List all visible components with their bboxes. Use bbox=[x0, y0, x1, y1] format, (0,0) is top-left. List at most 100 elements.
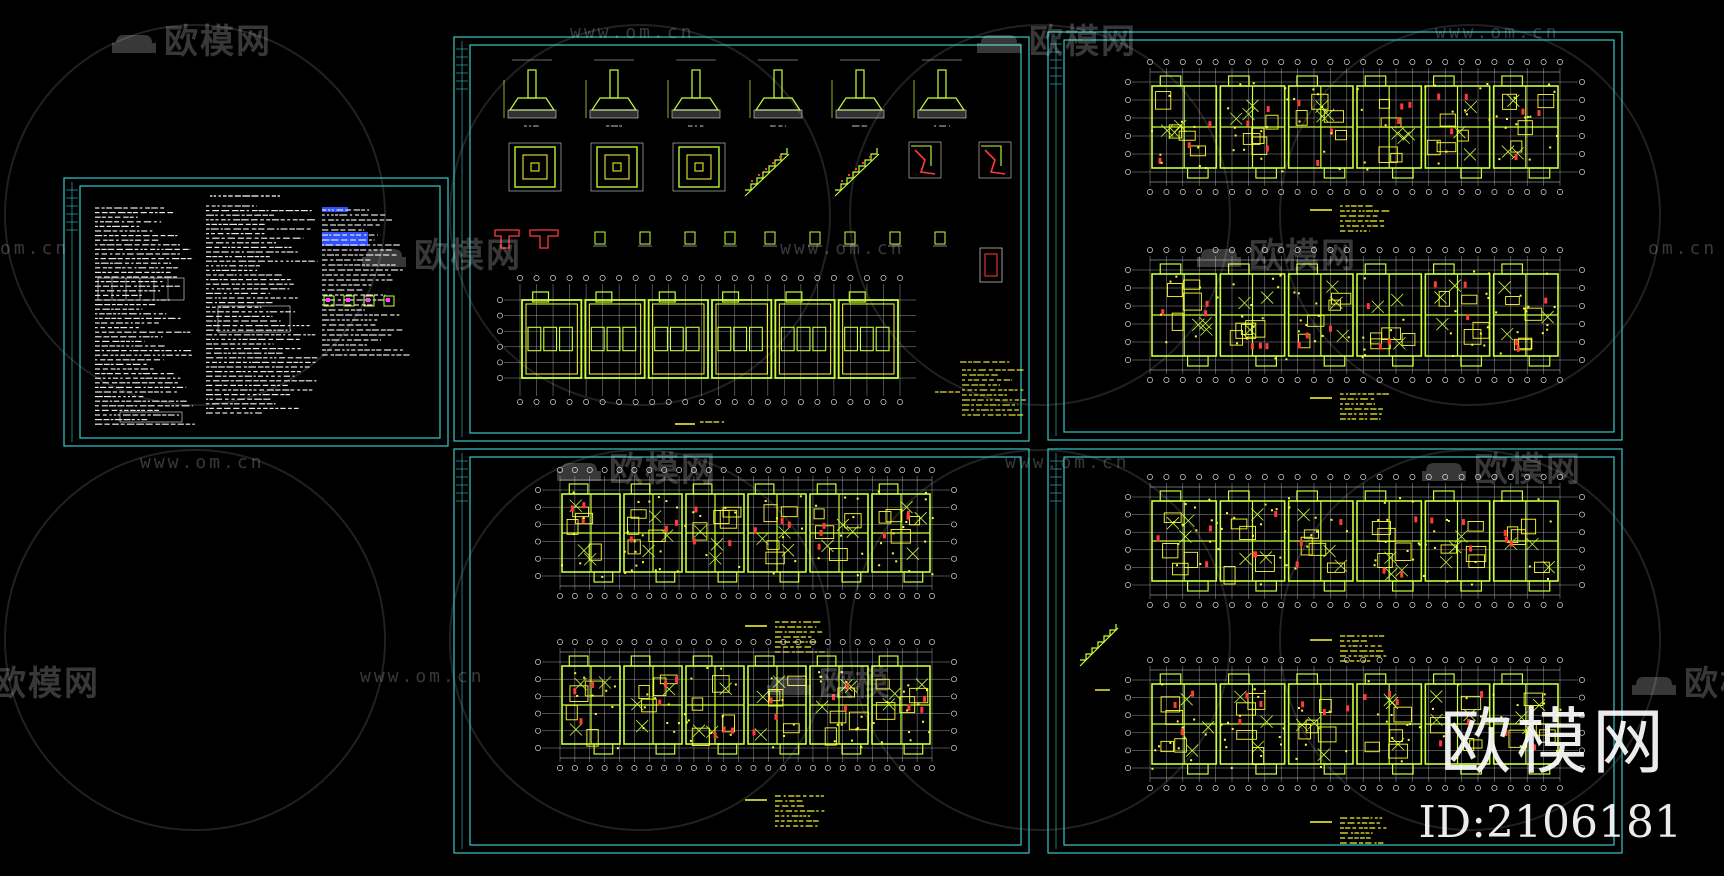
column-dot bbox=[1486, 82, 1489, 85]
rebar-mark bbox=[923, 695, 927, 702]
room bbox=[1327, 562, 1346, 573]
column-dot bbox=[734, 511, 737, 514]
column-dot bbox=[1495, 311, 1498, 314]
column-dot bbox=[724, 506, 727, 509]
axis-bubble bbox=[797, 399, 804, 405]
axis-bubble bbox=[535, 504, 541, 511]
axis-bubble bbox=[1475, 785, 1481, 791]
footing-base bbox=[507, 109, 557, 119]
column-dot bbox=[1390, 714, 1393, 717]
sheet-floor-plans-b bbox=[453, 448, 1030, 854]
column-dot bbox=[1245, 337, 1248, 340]
balcony bbox=[1364, 263, 1387, 275]
balcony bbox=[1501, 673, 1524, 685]
axis-bubble bbox=[1393, 247, 1399, 253]
rebar-mark bbox=[1205, 561, 1209, 568]
axis-bubble bbox=[535, 745, 541, 751]
column-dot bbox=[1184, 503, 1187, 506]
column-dot bbox=[633, 540, 636, 543]
axis-bubble bbox=[1327, 377, 1334, 383]
column-dot bbox=[1361, 356, 1364, 359]
axis-bubble bbox=[1458, 377, 1465, 383]
room bbox=[1223, 566, 1236, 585]
column-dot bbox=[1278, 736, 1281, 739]
column-dot bbox=[1151, 129, 1154, 132]
axis-bubble bbox=[1212, 474, 1219, 480]
axis-bubble bbox=[649, 275, 656, 281]
axis-bubble bbox=[1557, 189, 1563, 195]
slab-diagonal bbox=[888, 687, 902, 700]
rebar-mark bbox=[883, 532, 887, 539]
footing-plan-dim bbox=[672, 142, 726, 192]
axis-bubble bbox=[1311, 59, 1317, 65]
rebar-mark bbox=[1329, 128, 1333, 135]
column-dot bbox=[836, 723, 839, 726]
column-dot bbox=[654, 697, 657, 700]
column-dot bbox=[1252, 82, 1255, 85]
column-dot bbox=[1486, 326, 1489, 329]
slab-diagonal bbox=[1323, 544, 1336, 558]
axis-bubble bbox=[1393, 59, 1399, 65]
column-dot bbox=[717, 742, 720, 745]
rebar-mark bbox=[1433, 281, 1437, 288]
slab-diagonal bbox=[1385, 567, 1398, 581]
column-dot bbox=[1433, 530, 1436, 533]
axis-bubble bbox=[1311, 189, 1317, 195]
slab-diagonal bbox=[1160, 124, 1174, 137]
axis-bubble bbox=[1491, 657, 1498, 663]
column-dot bbox=[1259, 523, 1262, 526]
footing-plan-inner bbox=[686, 154, 712, 180]
axis-bubble bbox=[705, 593, 712, 599]
rebar-mark bbox=[1274, 510, 1278, 517]
column-dot bbox=[1465, 697, 1468, 700]
axis-bubble bbox=[601, 639, 608, 645]
axis-bubble bbox=[1229, 474, 1235, 480]
slab-diagonal bbox=[1542, 560, 1556, 574]
axis-bubble bbox=[1579, 79, 1585, 85]
room bbox=[1165, 710, 1184, 725]
rebar-mark bbox=[1208, 121, 1212, 128]
axis-bubble bbox=[1458, 474, 1465, 480]
rebar-mark bbox=[692, 538, 696, 545]
axis-bubble bbox=[1125, 267, 1131, 273]
footing-bump bbox=[848, 291, 866, 303]
axis-bubble bbox=[566, 399, 573, 405]
rebar-mark bbox=[1515, 339, 1519, 346]
axis-bubble bbox=[735, 593, 742, 599]
axis-bubble bbox=[1311, 474, 1317, 480]
axis-bubble bbox=[1579, 303, 1585, 309]
slab-diagonal bbox=[648, 510, 662, 523]
slab-diagonal bbox=[1191, 318, 1205, 332]
slab-diagonal bbox=[1168, 126, 1181, 139]
slab-diagonal bbox=[662, 682, 676, 696]
column-dot bbox=[1417, 542, 1420, 545]
axis-bubble bbox=[720, 765, 727, 771]
room bbox=[1230, 518, 1248, 530]
axis-bubble bbox=[1163, 657, 1170, 663]
watermark-circle bbox=[4, 449, 386, 831]
room bbox=[1460, 695, 1482, 711]
column-dot bbox=[1293, 291, 1296, 294]
axis-bubble bbox=[1327, 785, 1334, 791]
axis-bubble bbox=[583, 399, 590, 405]
rebar-mark bbox=[1461, 519, 1465, 526]
axis-bubble bbox=[1125, 79, 1131, 85]
detail-icon-fill bbox=[366, 298, 370, 302]
column-dot bbox=[1279, 274, 1282, 277]
rebar-dot bbox=[869, 156, 871, 158]
column-dot bbox=[1261, 317, 1264, 320]
column-dot bbox=[917, 703, 920, 706]
axis-bubble bbox=[824, 593, 831, 599]
rebar-mark bbox=[1537, 110, 1541, 117]
slab-diagonal bbox=[1321, 108, 1335, 122]
axis-bubble bbox=[951, 504, 957, 511]
slab-diagonal bbox=[1439, 555, 1453, 569]
footing-cell bbox=[812, 326, 827, 352]
rebar-mark bbox=[731, 727, 735, 734]
column-dot bbox=[1546, 577, 1549, 580]
column-dot bbox=[1376, 713, 1379, 716]
column-dot bbox=[1169, 280, 1172, 283]
sheet-outer-border bbox=[1047, 31, 1623, 441]
axis-bubble bbox=[1343, 247, 1350, 253]
